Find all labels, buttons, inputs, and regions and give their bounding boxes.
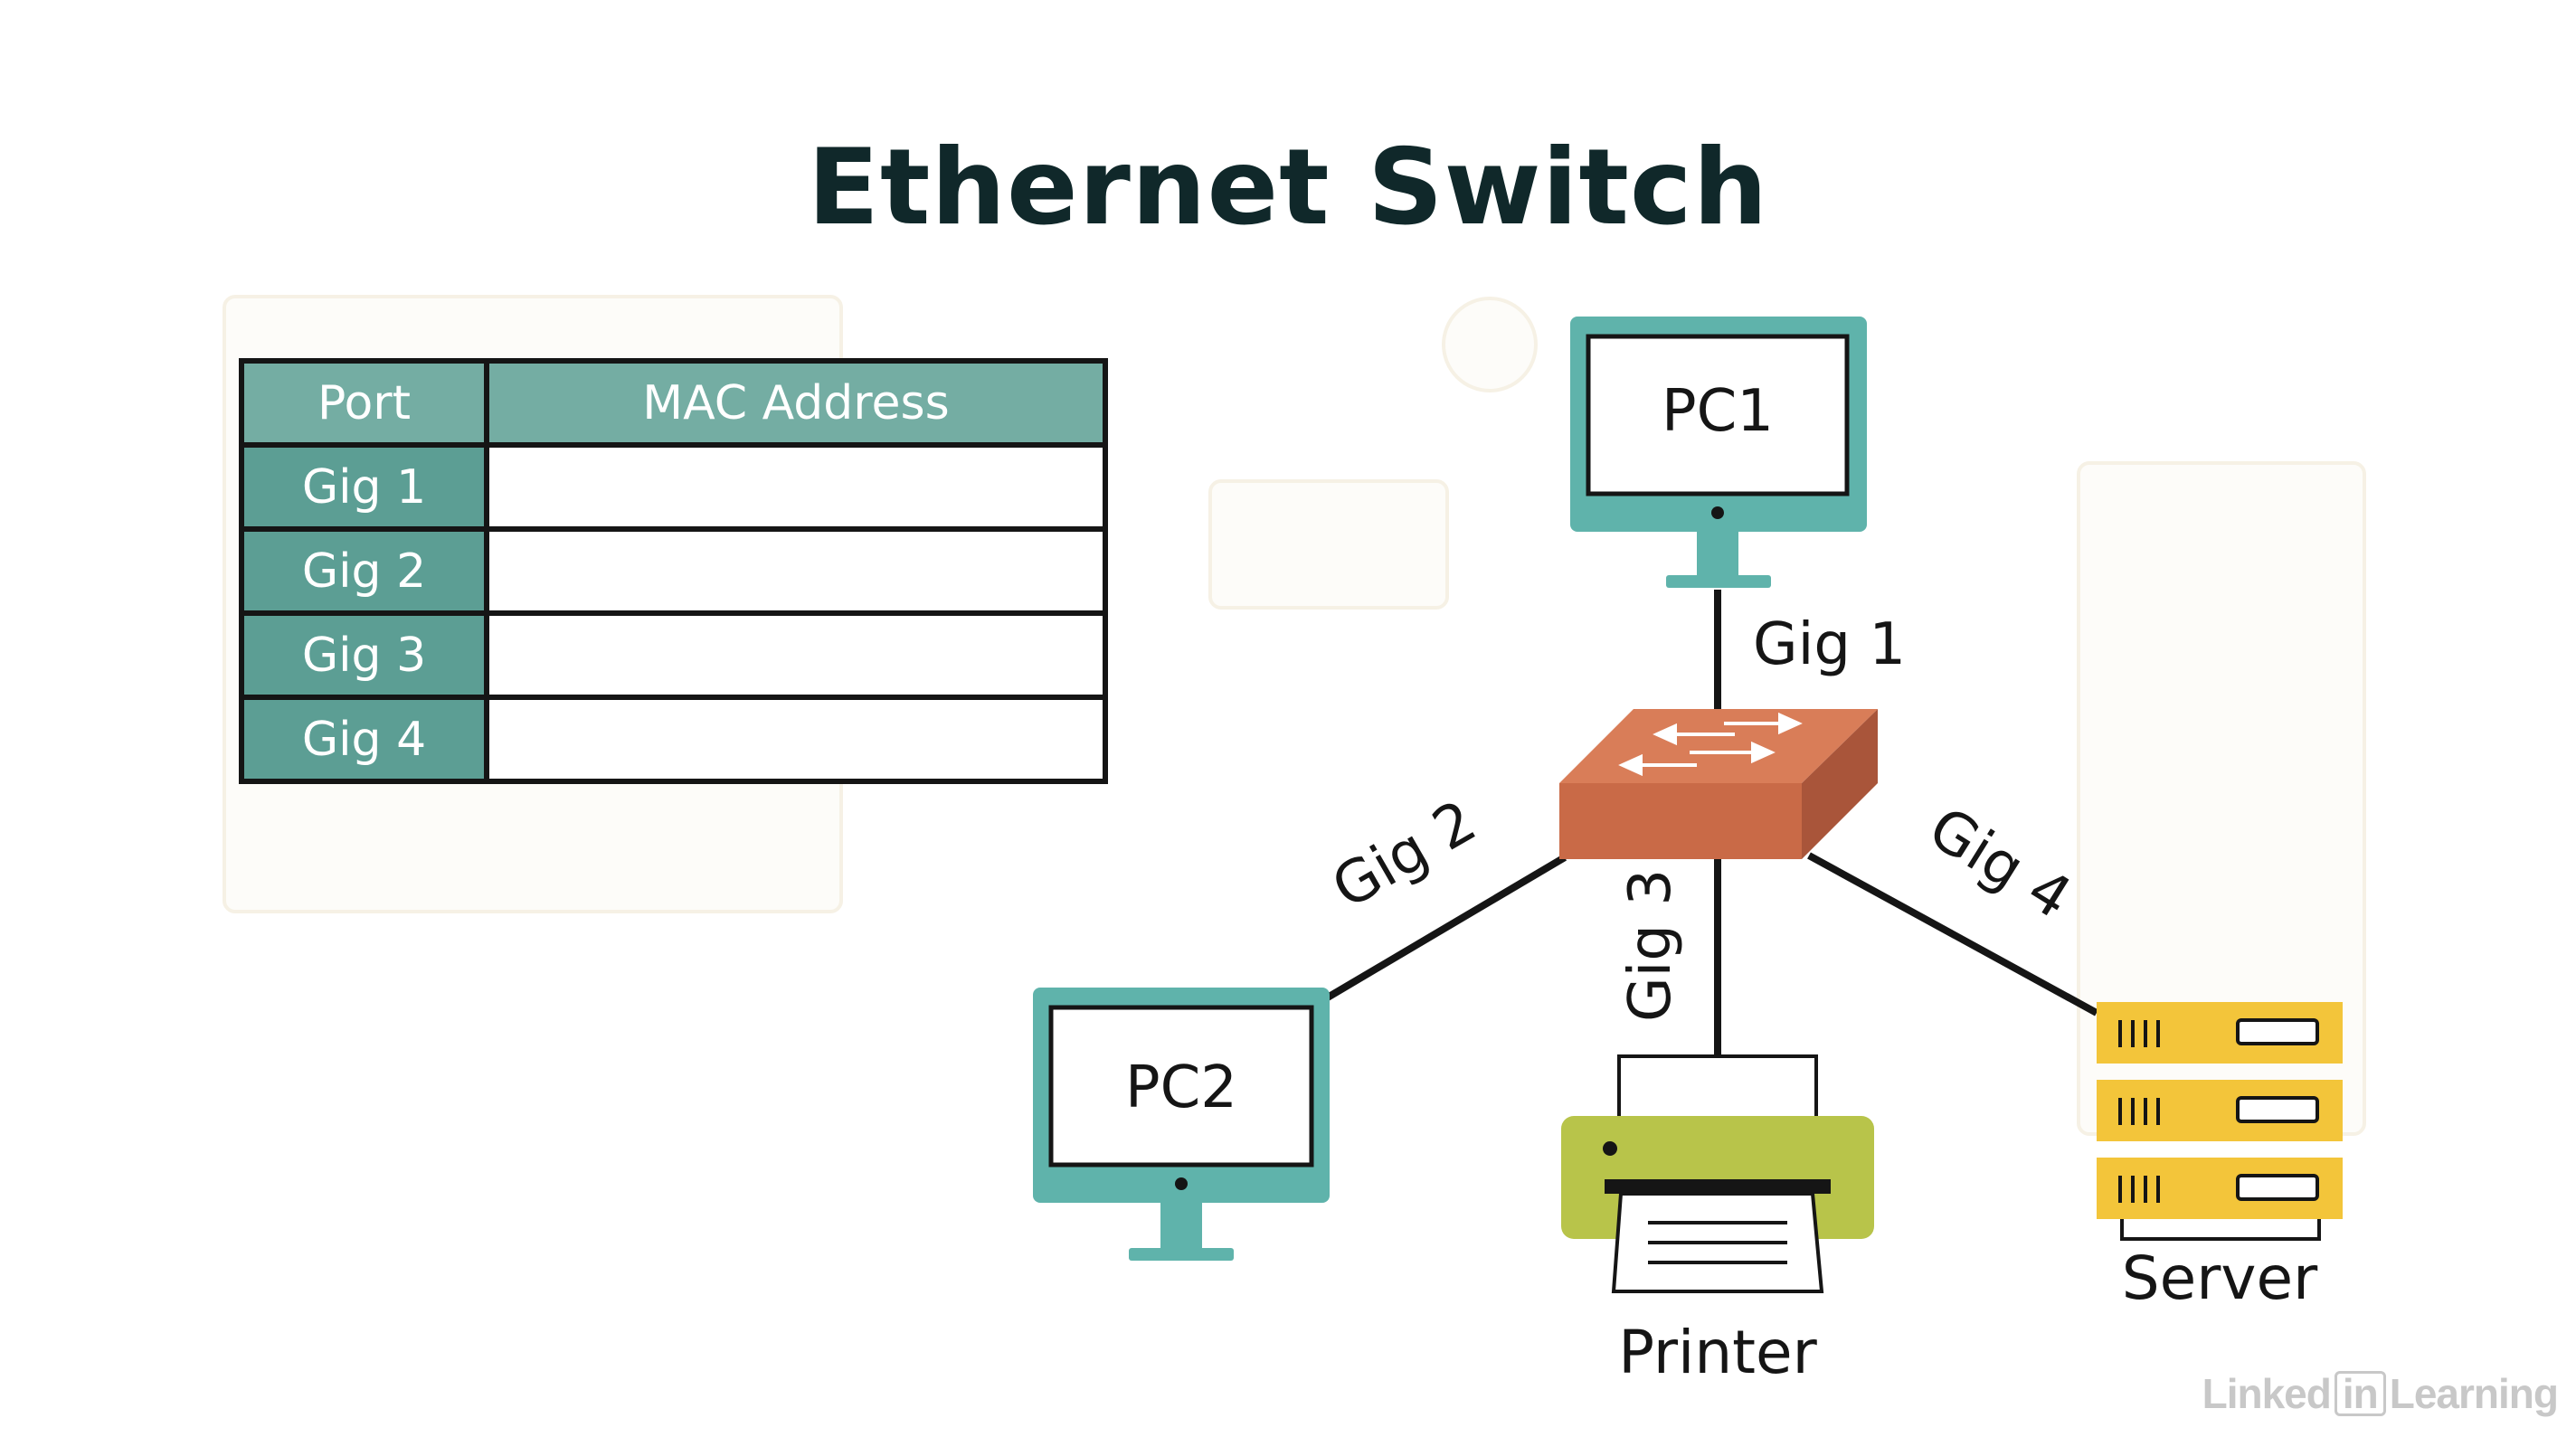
page-title: Ethernet Switch	[807, 127, 1769, 249]
link-label-gig1: Gig 1	[1753, 611, 1906, 678]
link-label-gig2: Gig 2	[1321, 788, 1487, 922]
server-label: Server	[2122, 1243, 2318, 1313]
mac-column-header: MAC Address	[484, 358, 1108, 448]
port-cell: Gig 1	[239, 442, 489, 532]
link-gig2	[1323, 854, 1567, 1002]
port-cell: Gig 2	[239, 526, 489, 616]
server-icon	[2097, 1002, 2343, 1241]
table-header-row: Port MAC Address	[239, 358, 1108, 448]
mac-cell	[484, 695, 1108, 784]
watermark-in-logo: in	[2334, 1371, 2386, 1416]
table-row: Gig 1	[239, 442, 1108, 532]
link-label-gig3: Gig 3	[1617, 869, 1684, 1022]
mac-cell	[484, 442, 1108, 532]
mac-cell	[484, 526, 1108, 616]
port-cell: Gig 4	[239, 695, 489, 784]
mac-cell	[484, 610, 1108, 700]
printer-label: Printer	[1618, 1318, 1817, 1387]
switch-icon	[1559, 709, 1878, 859]
pc2-label: PC2	[1125, 1054, 1237, 1121]
mac-address-table: Port MAC Address Gig 1 Gig 2 Gig 3 Gig 4	[239, 358, 1108, 784]
pc1-label: PC1	[1662, 378, 1774, 445]
background-panel-center	[1208, 479, 1449, 610]
pc2-monitor-icon	[1033, 988, 1330, 1261]
link-gig4	[1807, 852, 2098, 1016]
port-cell: Gig 3	[239, 610, 489, 700]
table-row: Gig 3	[239, 610, 1108, 700]
background-circle	[1442, 297, 1538, 392]
link-label-gig4: Gig 4	[1918, 795, 2083, 932]
pc1-monitor-icon	[1570, 317, 1867, 588]
watermark-learning-text: Learning	[2389, 1370, 2559, 1417]
table-row: Gig 2	[239, 526, 1108, 616]
watermark-linked-text: Linked	[2202, 1370, 2332, 1417]
table-row: Gig 4	[239, 695, 1108, 784]
printer-icon	[1561, 1054, 1874, 1293]
port-column-header: Port	[239, 358, 489, 448]
